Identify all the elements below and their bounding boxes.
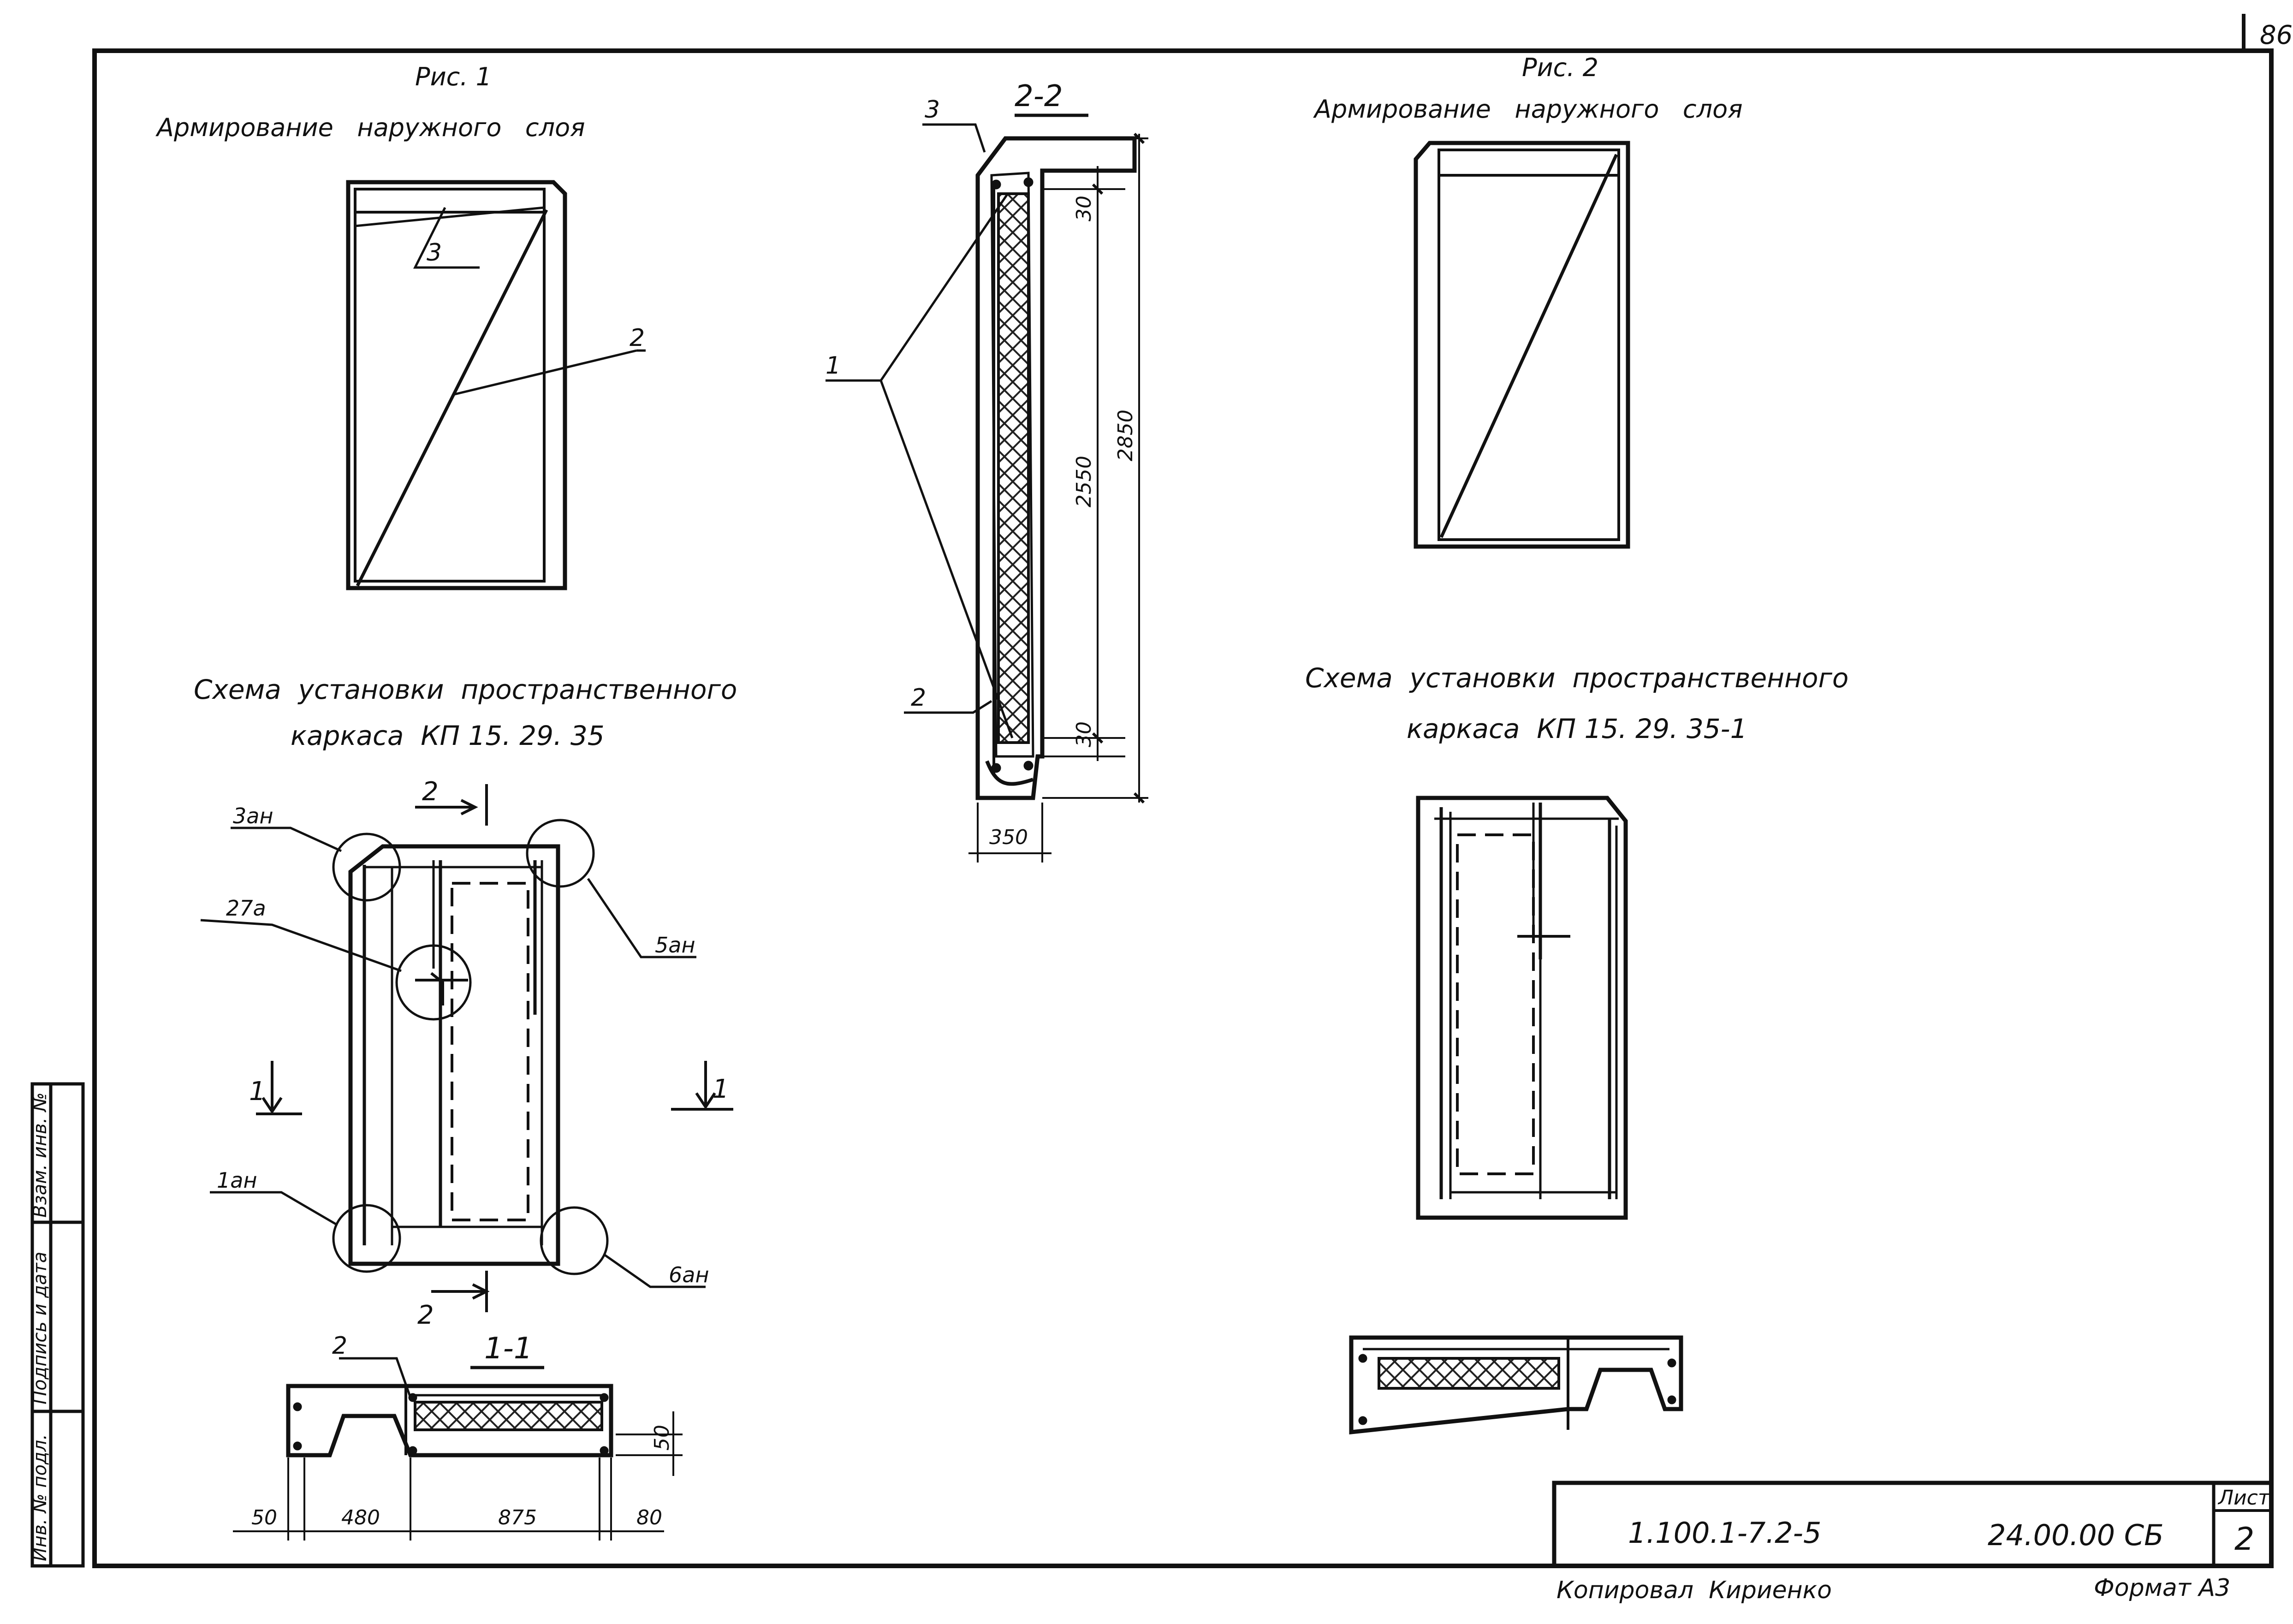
doc-code: 1.100.1-7.2-5 xyxy=(1628,1516,1821,1550)
node-1an: 1ан xyxy=(217,1168,257,1193)
cut-1-right: 1 xyxy=(713,1074,729,1104)
fig1-label-3: 3 xyxy=(427,239,442,267)
dim-30-bottom: 30 xyxy=(1072,721,1096,747)
cut-2-top: 2 xyxy=(422,777,439,807)
section22-label-3: 3 xyxy=(925,96,940,124)
node-3an: 3ан xyxy=(233,803,273,828)
side-stamp-cell-3: Взам. инв. № xyxy=(30,1092,51,1218)
scheme2-frame xyxy=(1416,796,1628,1220)
side-stamp xyxy=(30,1082,85,1568)
cut-1-left: 1 xyxy=(249,1077,266,1106)
dim-480: 480 xyxy=(341,1506,380,1529)
scheme1-title-line2: каркаса КП 15. 29. 35 xyxy=(291,720,605,751)
scheme1-title-line1: Схема установки пространственного xyxy=(194,674,737,705)
node-27a: 27а xyxy=(226,896,266,921)
node-5an: 5ан xyxy=(655,933,695,958)
fig2-caption: Рис. 2 xyxy=(1522,53,1598,82)
copied-by: Копировал Кириенко xyxy=(1556,1576,1832,1604)
section-right xyxy=(1349,1335,1683,1435)
side-stamp-cell-1: Инв. № подл. xyxy=(30,1434,51,1561)
scheme2-title-line1: Схема установки пространственного xyxy=(1305,662,1848,694)
scheme2-title-line2: каркаса КП 15. 29. 35-1 xyxy=(1407,713,1747,744)
section22-label-2: 2 xyxy=(911,684,926,712)
sheet-code: 24.00.00 СБ xyxy=(1988,1518,2164,1552)
dim-2550: 2550 xyxy=(1072,456,1096,507)
side-stamp-cell-2: Подпись и дата xyxy=(30,1252,51,1404)
dim-875: 875 xyxy=(498,1506,537,1529)
fig1-label-2: 2 xyxy=(630,324,645,352)
dim-350: 350 xyxy=(989,826,1028,849)
sheet-number: 2 xyxy=(2234,1521,2254,1558)
dim-80: 80 xyxy=(636,1506,662,1529)
section11-body xyxy=(233,1357,683,1541)
sheet-frame xyxy=(92,14,2274,1568)
fig2-panel xyxy=(1414,141,1630,549)
fig1-panel xyxy=(346,180,646,590)
cut-2-bottom: 2 xyxy=(417,1300,434,1330)
dim-50-right: 50 xyxy=(650,1425,674,1451)
scheme1-frame xyxy=(200,784,733,1312)
section22-label-1: 1 xyxy=(826,352,841,380)
section22-title: 2-2 xyxy=(1015,79,1063,113)
dim-2850: 2850 xyxy=(1114,410,1137,461)
corner-number: 86 xyxy=(2260,20,2293,50)
fig1-title: Армирование наружного слоя xyxy=(155,113,585,142)
node-6an: 6ан xyxy=(669,1262,709,1287)
dim-30-top: 30 xyxy=(1072,196,1096,221)
dim-50-left: 50 xyxy=(251,1506,277,1529)
format-label: Формат А3 xyxy=(2094,1574,2230,1602)
section11-title: 1-1 xyxy=(484,1332,533,1366)
fig1-caption: Рис. 1 xyxy=(415,62,492,91)
fig2-title: Армирование наружного слоя xyxy=(1313,95,1743,124)
section22-body xyxy=(826,123,1148,863)
section11-label-2: 2 xyxy=(332,1332,347,1360)
sheet-label: Лист xyxy=(2217,1486,2270,1510)
title-block xyxy=(1552,1481,2274,1568)
